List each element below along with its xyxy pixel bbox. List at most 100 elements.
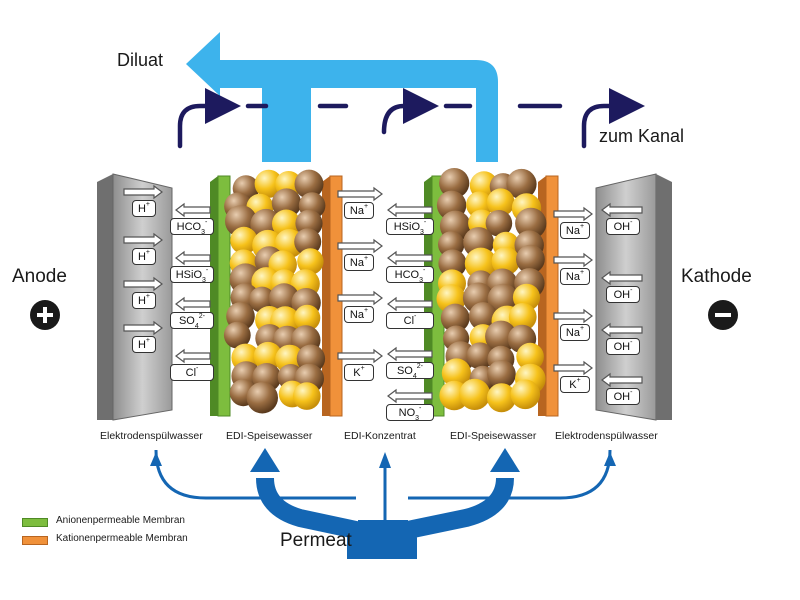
ion-label: H+ [132, 248, 156, 265]
resin-bead [516, 244, 545, 274]
ion-label: OH- [606, 218, 640, 235]
resin-bead [515, 207, 547, 240]
resin-bead [491, 247, 520, 276]
ion-label: OH- [606, 338, 640, 355]
resin-bead [254, 169, 283, 198]
ion-label: K+ [344, 364, 374, 381]
arrow-right-icon [337, 348, 383, 364]
anion-membrane-swatch [22, 518, 48, 527]
legend-anion-label: Anionenpermeable Membran [56, 515, 185, 526]
permeat-label: Permeat [280, 530, 352, 551]
ion-label: H+ [132, 292, 156, 309]
arrow-left-icon [387, 202, 433, 218]
resin-bead [297, 248, 324, 275]
kanal-flow [177, 88, 645, 149]
arrow-left-icon [387, 296, 433, 312]
ion-label: NO3- [386, 404, 434, 422]
resin-bead [294, 304, 321, 331]
arrow-left-icon [175, 250, 211, 266]
resin-bead [268, 283, 300, 314]
resin-bead [294, 228, 322, 256]
resin-bead [230, 226, 258, 255]
ion-label: Na+ [344, 306, 374, 323]
arrow-left-icon [387, 250, 433, 266]
arrow-right-icon [337, 238, 383, 254]
arrow-left-icon [601, 202, 643, 218]
ion-label: SO42- [386, 362, 434, 380]
arrow-right-icon [123, 184, 163, 200]
resin-bead [441, 358, 471, 388]
ion-label: Na+ [560, 268, 590, 285]
resin-bead [438, 249, 467, 278]
arrow-right-icon [123, 276, 163, 292]
arrow-right-icon [553, 206, 593, 222]
ion-label: Cl- [386, 312, 434, 329]
ion-label: SO42- [170, 312, 214, 330]
arrow-left-icon [175, 348, 211, 364]
resin-bead [459, 378, 491, 410]
ion-label: K+ [560, 376, 590, 393]
resin-bead [223, 321, 251, 349]
resin-beads-right [436, 168, 547, 413]
ion-arrows [123, 184, 643, 404]
resin-bead [440, 303, 470, 333]
plus-icon [30, 300, 60, 330]
ion-label: HSiO3- [170, 266, 214, 284]
ion-label: Na+ [560, 222, 590, 239]
arrow-right-icon [337, 186, 383, 202]
compartment-label: EDI-Speisewasser [226, 430, 313, 442]
resin-beads-left [223, 169, 326, 414]
arrow-left-icon [601, 322, 643, 338]
anode-label: Anode [12, 266, 67, 287]
arrow-right-icon [553, 308, 593, 324]
resin-bead [516, 342, 544, 371]
resin-bead [439, 168, 470, 199]
resin-bead [506, 168, 537, 200]
kathode-label: Kathode [681, 266, 752, 287]
cation-membrane-swatch [22, 536, 48, 545]
legend-cation-label: Kationenpermeable Membran [56, 533, 188, 544]
arrow-left-icon [387, 346, 433, 362]
ion-label: HSiO3- [386, 218, 434, 236]
arrow-right-icon [123, 232, 163, 248]
arrow-left-icon [175, 296, 211, 312]
diluat-label: Diluat [117, 50, 164, 70]
resin-bead [464, 247, 497, 280]
arrow-right-icon [337, 290, 383, 306]
resin-bead [486, 188, 515, 217]
arrow-right-icon [553, 360, 593, 376]
resin-bead [468, 302, 498, 331]
arrow-left-icon [601, 372, 643, 388]
diluat-flow [186, 32, 498, 162]
resin-bead [271, 188, 302, 218]
compartment-label: Elektrodenspülwasser [555, 430, 658, 442]
resin-bead [487, 360, 516, 389]
arrow-right-icon [553, 252, 593, 268]
resin-bead [293, 382, 321, 410]
compartment-label: Elektrodenspülwasser [100, 430, 203, 442]
arrow-right-icon [123, 320, 163, 336]
ion-label: Na+ [344, 254, 374, 271]
arrow-left-icon [387, 388, 433, 404]
ion-label: Cl- [170, 364, 214, 381]
compartment-label: EDI-Konzentrat [344, 430, 416, 442]
arrow-left-icon [175, 202, 211, 218]
permeat-flow [150, 448, 616, 559]
ion-label: Na+ [344, 202, 374, 219]
resin-bead [508, 303, 537, 331]
ion-label: H+ [132, 200, 156, 217]
resin-bead [246, 382, 278, 414]
ion-label: H+ [132, 336, 156, 353]
ion-label: OH- [606, 388, 640, 405]
resin-bead [510, 379, 541, 410]
resin-bead [253, 341, 283, 371]
arrow-left-icon [601, 270, 643, 286]
zum-kanal-label: zum Kanal [599, 126, 685, 146]
ion-label: OH- [606, 286, 640, 303]
ion-label: HCO3- [170, 218, 214, 236]
compartment-label: EDI-Speisewasser [450, 430, 537, 442]
resin-bead [294, 169, 324, 199]
resin-bead [485, 210, 513, 237]
ion-label: Na+ [560, 324, 590, 341]
